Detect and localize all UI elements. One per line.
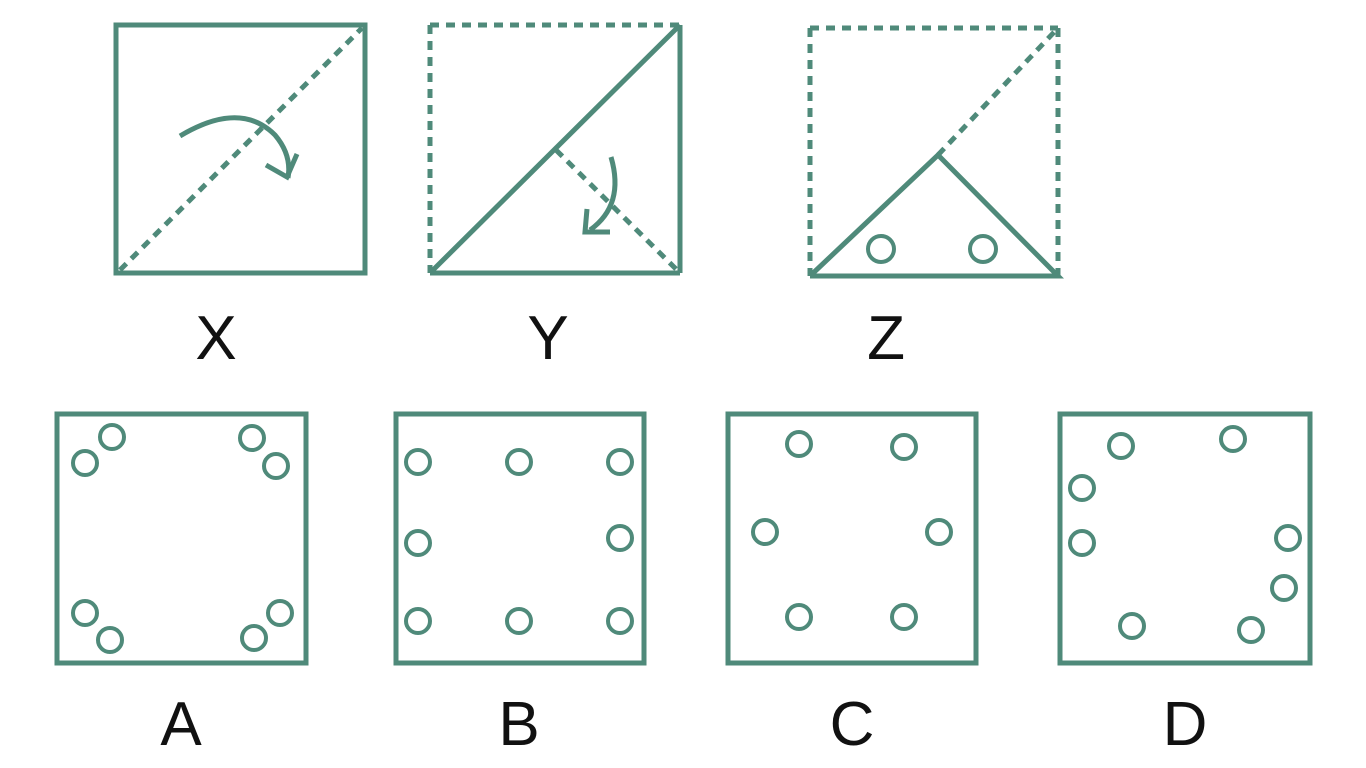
- hole-icon: [505, 607, 533, 635]
- option-a-figure: [54, 411, 309, 666]
- fold-line: [393, 411, 647, 666]
- hole-icon: [785, 603, 813, 631]
- hole-icon: [751, 518, 779, 546]
- hole-icon: [71, 599, 99, 627]
- hole-icon: [1274, 524, 1302, 552]
- hole-icon: [266, 599, 294, 627]
- fold-line: [582, 208, 610, 235]
- option-c-figure: [725, 411, 979, 666]
- option-label-a: A: [160, 690, 202, 759]
- hole-icon: [1068, 529, 1096, 557]
- hole-icon: [890, 433, 918, 461]
- option-label-c: C: [829, 690, 875, 759]
- hole-icon: [404, 448, 432, 476]
- hole-icon: [968, 234, 998, 264]
- fold-line: [936, 26, 1060, 157]
- hole-icon: [96, 626, 124, 654]
- hole-icon: [71, 449, 99, 477]
- hole-icon: [606, 524, 634, 552]
- fold-line: [725, 411, 979, 666]
- hole-icon: [240, 624, 268, 652]
- fold-line: [54, 411, 309, 666]
- hole-icon: [1237, 616, 1265, 644]
- fold-arrow-icon: [178, 115, 292, 179]
- fold-arrow-icon: [588, 156, 618, 233]
- fold-line: [113, 22, 368, 276]
- option-b-figure: [393, 411, 647, 666]
- step-y-figure: [427, 22, 683, 276]
- hole-icon: [238, 424, 266, 452]
- fold-line: [118, 26, 364, 272]
- option-label-b: B: [498, 690, 540, 759]
- hole-icon: [866, 234, 896, 264]
- hole-icon: [1219, 425, 1247, 453]
- step-label-z: Z: [867, 304, 905, 373]
- step-z-figure: [807, 25, 1065, 279]
- fold-line: [554, 148, 679, 272]
- step-x-figure: [113, 22, 368, 276]
- option-d-figure: [1057, 411, 1313, 666]
- hole-icon: [262, 452, 290, 480]
- step-label-x: X: [195, 304, 237, 373]
- hole-icon: [505, 448, 533, 476]
- hole-icon: [606, 448, 634, 476]
- hole-icon: [404, 607, 432, 635]
- hole-icon: [606, 607, 634, 635]
- fold-line: [808, 151, 1065, 279]
- hole-icon: [1107, 432, 1135, 460]
- step-label-y: Y: [527, 304, 569, 373]
- hole-icon: [1118, 612, 1146, 640]
- fold-line: [428, 23, 682, 275]
- hole-icon: [1270, 574, 1298, 602]
- hole-icon: [404, 529, 432, 557]
- hole-icon: [925, 518, 953, 546]
- hole-icon: [98, 423, 126, 451]
- fold-line: [264, 153, 300, 181]
- hole-icon: [890, 603, 918, 631]
- hole-icon: [785, 430, 813, 458]
- hole-icon: [1068, 474, 1096, 502]
- option-label-d: D: [1162, 690, 1208, 759]
- fold-line: [1057, 411, 1313, 666]
